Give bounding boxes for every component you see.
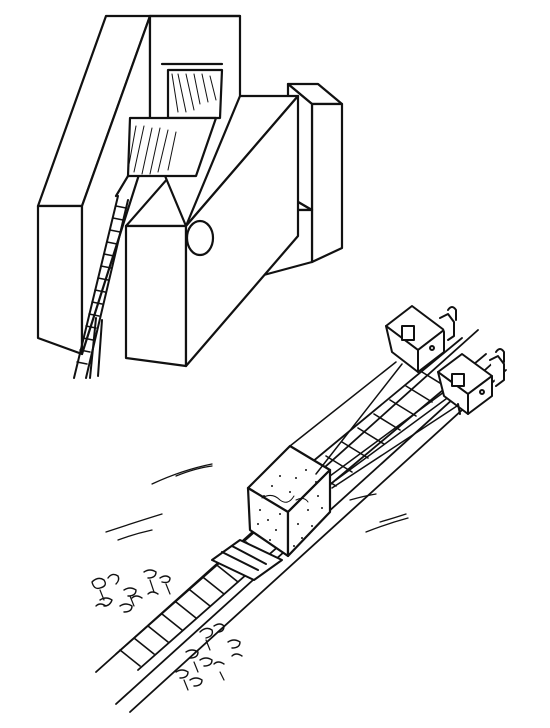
sledge [212,540,282,580]
right-front-block [126,96,298,366]
round-hole [187,221,213,255]
stone-block-icon [38,16,342,378]
winch-house-icon [386,306,456,372]
slot-hatching [128,74,216,174]
slot-interior [116,16,240,226]
left-block [38,16,150,354]
worker-group-left [92,570,170,612]
ramp-scene [92,306,506,712]
winch-house-icon [438,349,504,414]
haul-ropes [290,362,460,488]
motion-strokes [106,464,408,540]
worker-group-center [176,624,242,690]
ladder-ramp-icon [74,196,128,378]
stone-block-icon [248,446,330,556]
